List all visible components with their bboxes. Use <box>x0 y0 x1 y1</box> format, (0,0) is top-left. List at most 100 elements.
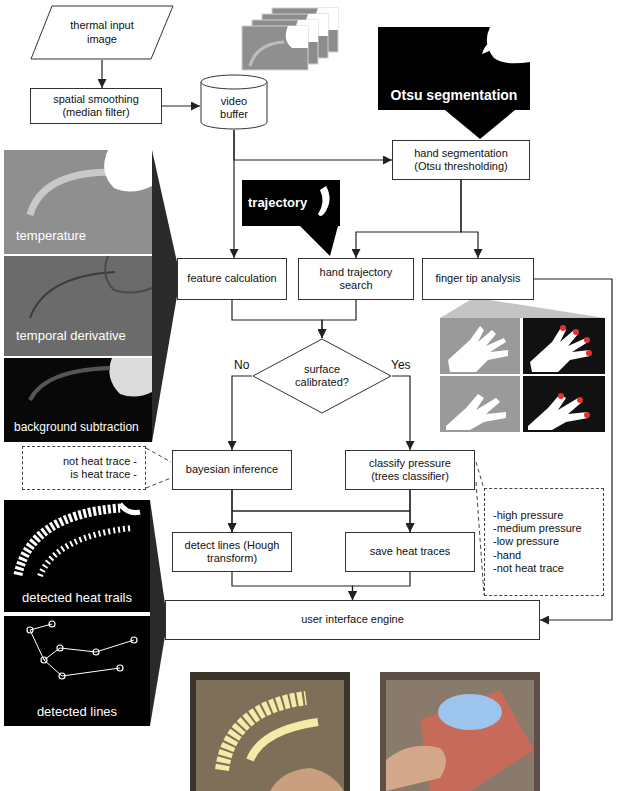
diamond-shape <box>253 339 391 413</box>
callout-lines <box>146 448 484 595</box>
node-label: bayesian inference <box>186 463 278 476</box>
flow-arrow <box>461 180 478 258</box>
node-label: -not heat trace <box>493 562 582 575</box>
node-label: -high pressure <box>493 509 582 522</box>
node-label: finger tip analysis <box>436 272 521 285</box>
text-group: finger tip analysis <box>436 272 521 285</box>
result-photos <box>190 672 540 791</box>
image-panel: temporal derivative <box>4 256 152 356</box>
image-panel: background subtraction <box>4 358 152 442</box>
text-group: not heat trace -is heat trace - <box>63 455 137 481</box>
image-panel: detected heat trails <box>4 500 150 612</box>
text-group: hand segmentation (Otsu thresholding) <box>403 147 519 173</box>
text-group: user interface engine <box>301 613 404 626</box>
flow-arrow <box>232 490 410 532</box>
node-label: video buffer <box>206 95 262 121</box>
text-group: save heat traces <box>370 545 451 558</box>
node-label: save heat traces <box>370 545 451 558</box>
text-group: video buffer <box>206 95 262 121</box>
node-label: detected lines <box>37 704 117 720</box>
node-label: classify pressure (trees classifier) <box>358 457 462 483</box>
text-group: spatial smoothing (median filter) <box>44 93 148 119</box>
text-group: trajectory <box>248 195 307 211</box>
flow-arrow <box>353 572 411 600</box>
feature-panels <box>4 150 177 442</box>
flow-arrow <box>101 60 102 88</box>
text-group: feature calculation <box>187 272 276 285</box>
flow-arrow <box>233 130 234 258</box>
text-group: detected heat trails <box>22 590 132 606</box>
flow-arrow <box>232 490 410 532</box>
input-parallelogram: thermal input image <box>30 5 174 60</box>
node-label: detect lines (Hough transform) <box>182 539 282 565</box>
flow-arrow <box>322 300 356 338</box>
node-label: detected heat trails <box>22 590 132 606</box>
flow-arrow <box>232 572 353 600</box>
node-label: user interface engine <box>301 613 404 626</box>
text-group: temperature <box>16 228 86 244</box>
text-group: hand trajectory search <box>304 266 408 292</box>
node-label: surface calibrated? <box>286 363 358 389</box>
trajectory-panel-image <box>242 180 340 256</box>
text-group: surface calibrated? <box>286 363 358 389</box>
text-group: background subtraction <box>14 420 139 434</box>
edge-label: No <box>233 359 250 372</box>
image-panel: detected lines <box>4 616 150 726</box>
buffer-cylinder: video buffer <box>200 74 268 130</box>
video-frames <box>242 8 338 70</box>
node-label: feature calculation <box>187 272 276 285</box>
node-label: temporal derivative <box>16 328 126 344</box>
node-label: -low pressure <box>493 535 582 548</box>
node-label: is heat trace - <box>63 468 137 481</box>
node-label: hand trajectory search <box>304 266 408 292</box>
edge-label: Yes <box>390 359 412 372</box>
node-label: spatial smoothing (median filter) <box>44 93 148 119</box>
flow-arrow <box>392 376 410 450</box>
process-box: classify pressure (trees classifier) <box>345 450 475 490</box>
node-label: background subtraction <box>14 420 139 434</box>
process-box: user interface engine <box>165 600 540 640</box>
node-label: Otsu segmentation <box>391 87 518 104</box>
process-box: detect lines (Hough transform) <box>172 532 292 572</box>
process-box: bayesian inference <box>172 450 292 490</box>
process-box: save heat traces <box>345 532 475 572</box>
text-group: classify pressure (trees classifier) <box>358 457 462 483</box>
node-label: not heat trace - <box>63 455 137 468</box>
callout-box: not heat trace -is heat trace - <box>22 446 146 490</box>
image-panel: Otsu segmentation <box>378 27 530 110</box>
node-label: temperature <box>16 228 86 244</box>
text-group: temporal derivative <box>16 328 126 344</box>
text-group: Otsu segmentation <box>391 87 518 104</box>
node-label: -medium pressure <box>493 522 582 535</box>
node-label: trajectory <box>248 195 307 211</box>
process-box: finger tip analysis <box>422 258 534 300</box>
flow-arrow <box>234 130 392 160</box>
text-group: -high pressure-medium pressure-low press… <box>493 509 582 575</box>
text-group: detect lines (Hough transform) <box>182 539 282 565</box>
cylinder-top <box>201 75 267 89</box>
process-box: hand trajectory search <box>298 258 414 300</box>
text-group: thermal input image <box>57 19 147 45</box>
text-group: detected lines <box>37 704 117 720</box>
flow-arrow <box>409 490 410 532</box>
flow-arrow <box>232 300 322 338</box>
finger-panels <box>440 300 605 432</box>
callout-box: -high pressure-medium pressure-low press… <box>484 488 604 596</box>
text-group: bayesian inference <box>186 463 278 476</box>
result-panels <box>4 500 165 726</box>
node-label: thermal input image <box>57 19 147 45</box>
flow-arrow <box>356 180 461 258</box>
flow-arrow <box>162 105 200 106</box>
image-panel: temperature <box>4 150 152 254</box>
process-box: hand segmentation (Otsu thresholding) <box>392 140 530 180</box>
image-panel: trajectory <box>242 180 340 226</box>
decision-diamond: surface calibrated? <box>252 338 392 414</box>
parallelogram-shape <box>31 6 173 59</box>
node-label: -hand <box>493 549 582 562</box>
flow-arrow <box>232 376 252 450</box>
node-label: hand segmentation (Otsu thresholding) <box>403 147 519 173</box>
process-box: spatial smoothing (median filter) <box>30 88 162 124</box>
process-box: feature calculation <box>177 258 287 300</box>
otsu-panel-image <box>378 27 530 139</box>
